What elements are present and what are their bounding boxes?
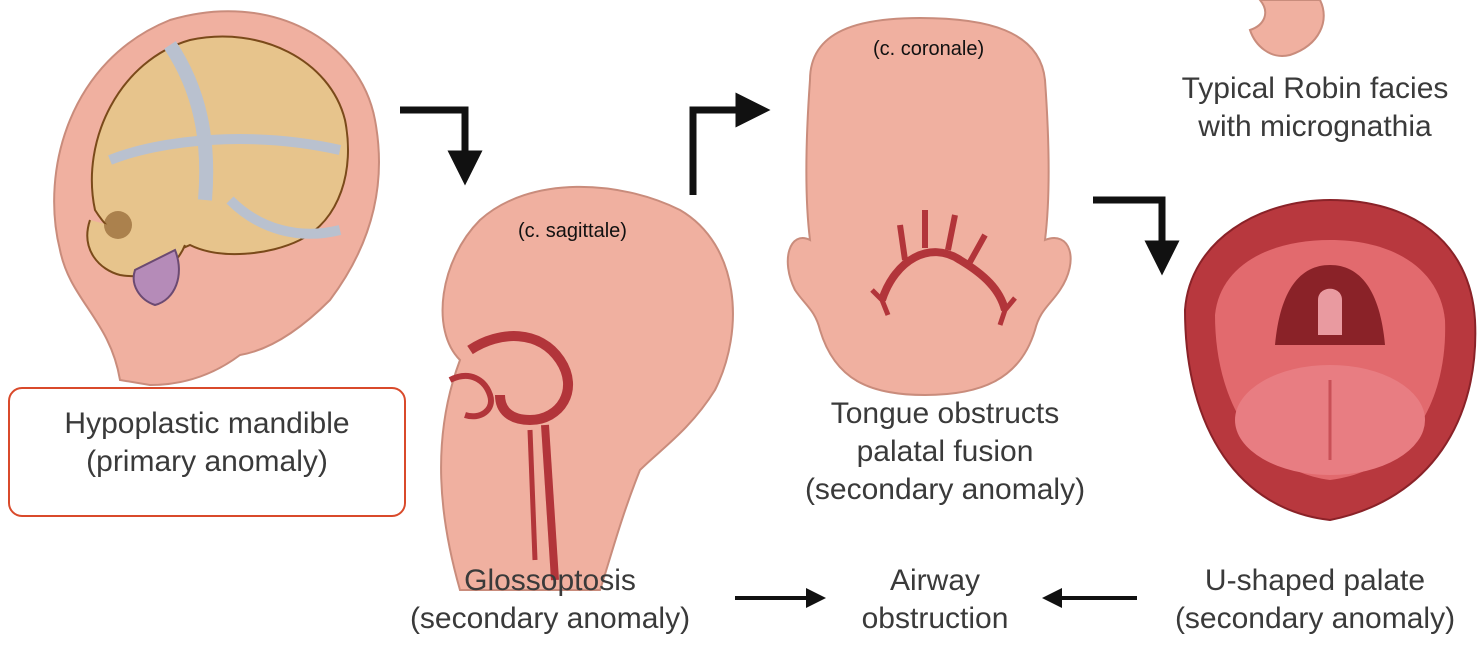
caption-line: Glossoptosis <box>385 562 715 600</box>
caption-line: (secondary anomaly) <box>1150 600 1480 638</box>
caption-airway-obstruction: Airway obstruction <box>845 562 1025 638</box>
caption-hypoplastic-mandible: Hypoplastic mandible (primary anomaly) <box>12 405 402 481</box>
palate-mouth-illustration <box>1185 200 1475 520</box>
caption-line: with micrognathia <box>1150 108 1480 146</box>
caption-line: obstruction <box>845 600 1025 638</box>
caption-glossoptosis: Glossoptosis (secondary anomaly) <box>385 562 715 638</box>
arrow-tongue-to-palate <box>1093 200 1162 265</box>
label-sagittal-section: (c. sagittale) <box>518 220 627 243</box>
caption-line: Typical Robin facies <box>1150 70 1480 108</box>
caption-line: palatal fusion <box>780 433 1110 471</box>
arrow-glossoptosis-to-tongue <box>693 110 760 195</box>
caption-u-shaped-palate: U-shaped palate (secondary anomaly) <box>1150 562 1480 638</box>
robin-facies-illustration <box>1250 0 1324 56</box>
caption-line: (secondary anomaly) <box>780 471 1110 509</box>
caption-line: (secondary anomaly) <box>385 600 715 638</box>
caption-line: Airway <box>845 562 1025 600</box>
label-coronal-section: (c. coronale) <box>873 38 984 61</box>
sagittal-head-illustration <box>441 187 733 590</box>
caption-line: Hypoplastic mandible <box>12 405 402 443</box>
skull-illustration <box>54 11 379 385</box>
arrow-skull-to-glossoptosis <box>400 110 465 175</box>
caption-line: U-shaped palate <box>1150 562 1480 600</box>
caption-robin-facies: Typical Robin facies with micrognathia <box>1150 70 1480 146</box>
caption-line: Tongue obstructs <box>780 395 1110 433</box>
caption-tongue-obstructs: Tongue obstructs palatal fusion (seconda… <box>780 395 1110 509</box>
coronal-head-illustration <box>788 18 1071 395</box>
caption-line: (primary anomaly) <box>12 443 402 481</box>
